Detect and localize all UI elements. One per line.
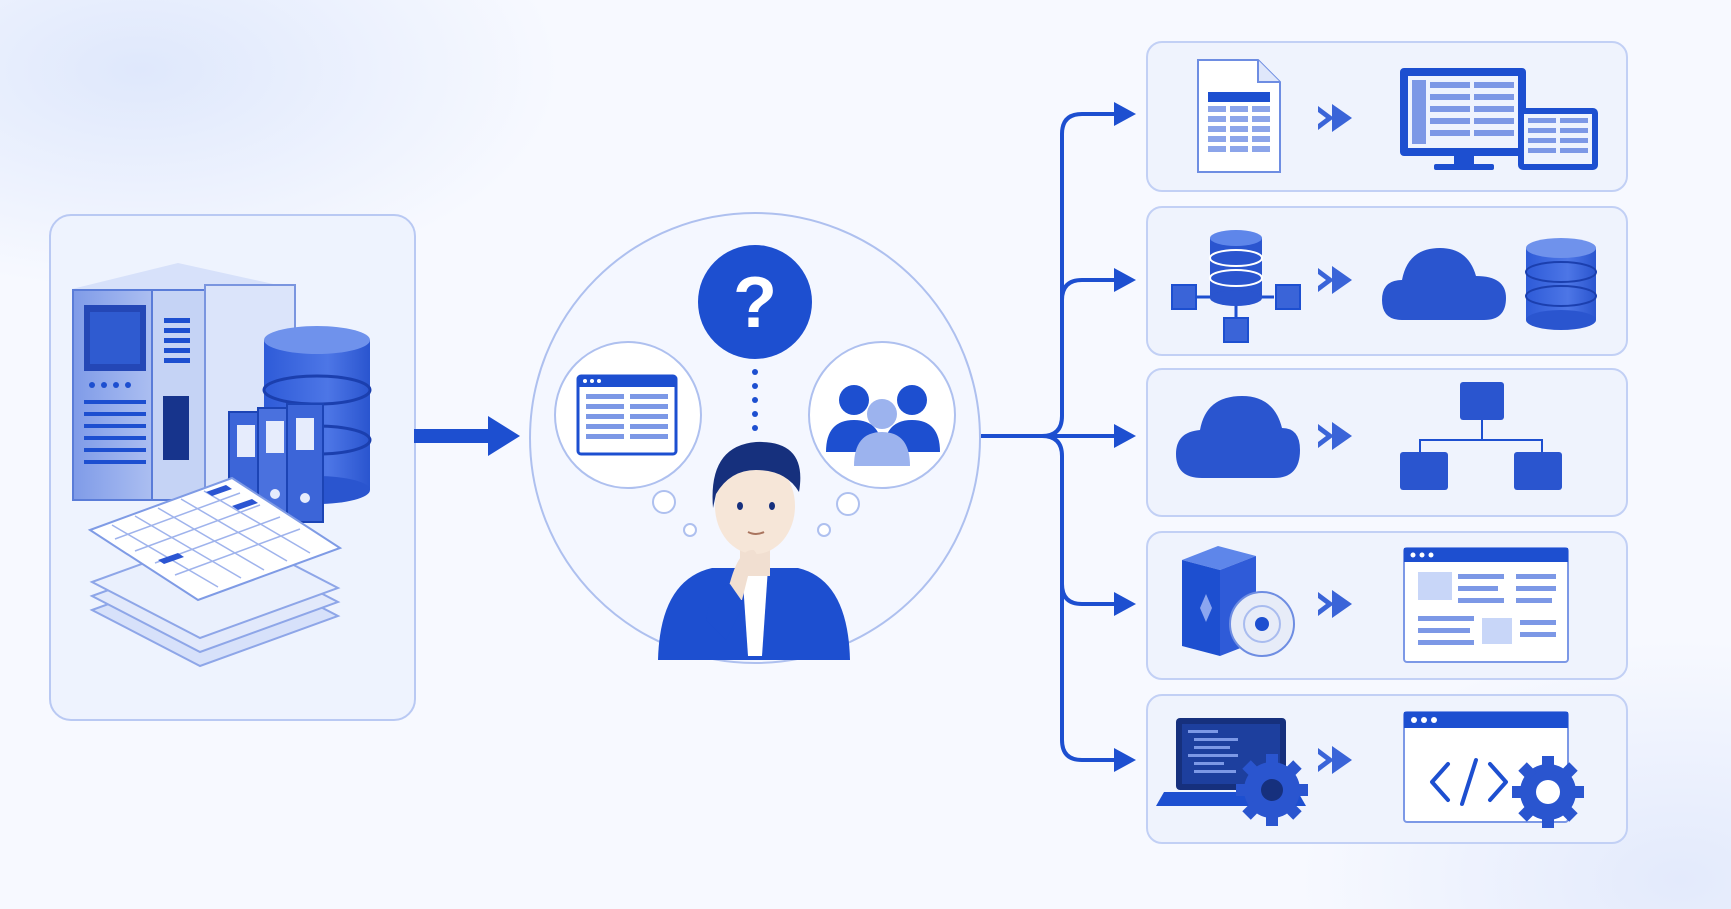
- double-chevron-icon: [1318, 104, 1352, 132]
- double-chevron-icon: [1318, 422, 1352, 450]
- assessment-circle: [529, 212, 981, 664]
- branch-connector: [981, 112, 1118, 762]
- hierarchy-network-icon: [1400, 382, 1562, 490]
- double-chevron-icon: [1318, 590, 1352, 618]
- laptop-code-and-gear-icon: [1156, 718, 1308, 826]
- paper-spreadsheets-icon: [87, 476, 343, 668]
- question-mark-icon: ?: [698, 245, 812, 431]
- custom-code-window-icon: [1403, 711, 1584, 828]
- web-dashboard-icon: [1403, 547, 1569, 663]
- double-chevron-icon: [1318, 746, 1352, 774]
- double-chevron-icon: [1318, 266, 1352, 294]
- cloud-database-icon: [1382, 238, 1597, 330]
- thinking-person-icon: [658, 441, 850, 660]
- user-group-thought-icon: [808, 341, 956, 537]
- software-window-thought-icon: [554, 341, 702, 537]
- spreadsheet-document-icon: [1197, 59, 1281, 173]
- server-tower-icon: [72, 263, 296, 501]
- desktop-and-tablet-app-icon: [1400, 68, 1598, 170]
- software-box-and-disc-icon: [1182, 546, 1295, 657]
- flow-arrow-to-assessment: [414, 416, 520, 456]
- branch-arrowheads: [1114, 102, 1136, 772]
- question-mark-glyph: ?: [733, 263, 777, 343]
- networked-database-icon: [1171, 230, 1301, 343]
- cloud-icon: [1176, 396, 1300, 478]
